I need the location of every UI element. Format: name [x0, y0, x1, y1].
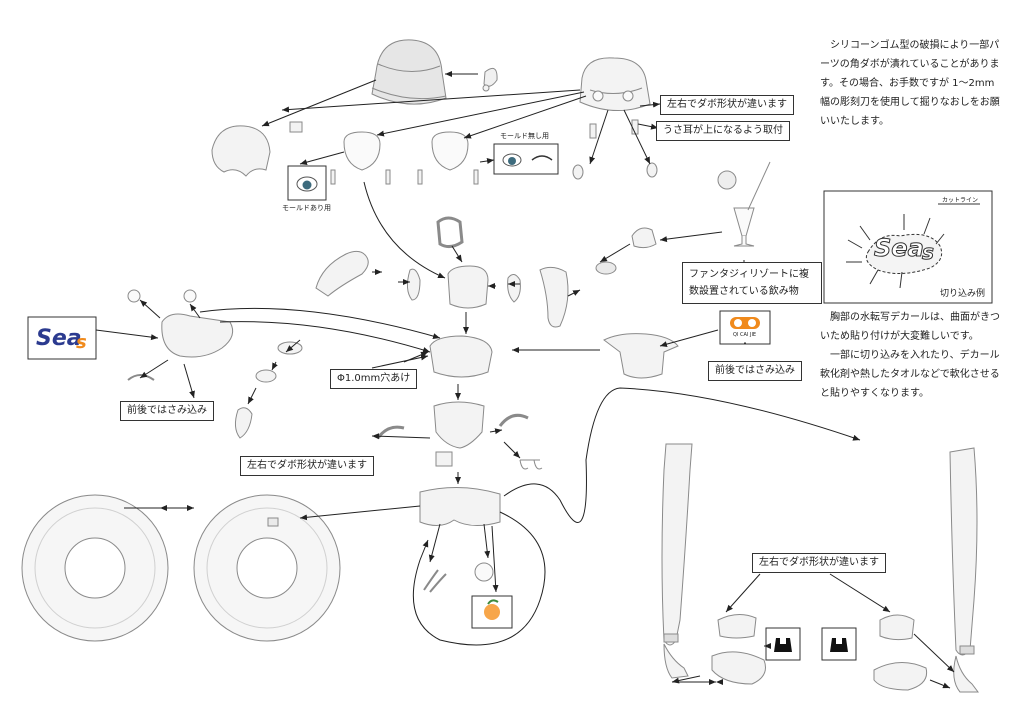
bikini-top-part — [161, 313, 234, 358]
chest-upper-part — [447, 265, 489, 309]
drink-part — [717, 161, 771, 247]
skirt-frill-part — [579, 57, 651, 112]
flower-parts — [127, 289, 197, 303]
note-mold-damage: シリコーンゴム型の破損により一部パーツの角ダボが潰れていることがあります。その場… — [820, 36, 1000, 131]
cut-logo-accent-text: s — [922, 240, 935, 265]
bracelet-part — [595, 261, 617, 275]
note-decal-text-1: 胸部の水転写デカールは、曲面がきついため貼り付けが大変難しいです。 — [820, 312, 1000, 342]
face-right-part — [431, 131, 469, 171]
shoe-right-part — [879, 614, 915, 641]
label-drink: ファンタジィリゾートに複数設置されている飲み物 — [682, 262, 822, 304]
label-clip-right: 前後ではさみ込み — [708, 361, 802, 381]
face-left-part — [343, 131, 381, 171]
label-clip-left: 前後ではさみ込み — [120, 401, 214, 421]
note-mold-damage-text: シリコーンゴム型の破損により一部パーツの角ダボが潰れていることがあります。その場… — [820, 40, 1000, 127]
bunny-icon-right — [821, 627, 857, 661]
logo-accent-text: s — [76, 332, 87, 353]
peace-hand-part — [631, 227, 657, 249]
chest-part — [429, 335, 493, 378]
logo-main-text: Sea — [36, 326, 82, 351]
cut-logo-main-text: Sea — [874, 234, 925, 263]
waist-part — [433, 401, 485, 449]
small-part-clip — [289, 121, 303, 133]
headset-part — [436, 216, 464, 249]
hat-part — [371, 39, 447, 105]
arm-right-part — [539, 266, 569, 328]
clamp-part — [423, 569, 447, 593]
arm-left-part — [315, 250, 369, 297]
label-lr-dowel-mid: 左右でダボ形状が違います — [240, 456, 374, 476]
note-decal: 胸部の水転写デカールは、曲面がきついため貼り付けが大変難しいです。 一部に切り込… — [820, 308, 1000, 403]
caption-mold-none: モールド無し用 — [500, 132, 549, 140]
hat-charm-part — [482, 67, 498, 92]
hair-part — [211, 125, 271, 177]
small-pins — [330, 119, 658, 185]
eye-no-mold-box — [493, 143, 559, 175]
cord-right-part — [498, 413, 529, 427]
logo-frame — [27, 316, 97, 360]
shirt-part — [603, 333, 679, 379]
float-ring-right-part — [193, 494, 341, 642]
leg-right-part — [949, 447, 979, 693]
glasses-part — [519, 459, 543, 470]
eye-with-mold-box — [287, 165, 327, 201]
ball-part — [474, 562, 494, 582]
float-ring-left-part — [21, 494, 169, 642]
bunny-icon-left — [765, 627, 801, 661]
hand-left-small-part — [234, 407, 253, 439]
waist-joint-part — [435, 451, 453, 467]
leg-left-part — [661, 443, 693, 679]
caption-cut-line: カットライン — [942, 197, 979, 204]
sole-left-part — [711, 651, 766, 685]
shoe-left-part — [717, 614, 757, 639]
sole-right-part — [873, 662, 928, 691]
shorts-part — [419, 487, 501, 526]
badge-frame — [719, 310, 771, 345]
caption-badge-text: QI CAI JIE — [733, 332, 757, 338]
ring-part — [255, 369, 277, 383]
seas-logo-cut-example: Sea s — [874, 234, 944, 268]
label-usa-ears: うさ耳が上になるよう取付 — [656, 121, 790, 141]
hand-small-part — [406, 268, 421, 301]
cut-example-box — [823, 190, 993, 304]
label-lr-dowel-legs: 左右でダボ形状が違います — [752, 553, 886, 573]
caption-cut-example: 切り込み例 — [940, 289, 986, 299]
label-hole: Φ1.0mm穴あけ — [330, 369, 418, 389]
note-decal-text-2: 一部に切り込みを入れたり、デカール軟化剤や熱したタオルなどで軟化させると貼りやす… — [820, 350, 1000, 399]
label-lr-dowel-top: 左右でダボ形状が違います — [660, 95, 794, 115]
seas-logo: Sea s — [32, 322, 94, 356]
fruit-icon-frame — [471, 595, 513, 629]
caption-mold-with: モールドあり用 — [282, 204, 331, 212]
hand-right-part — [507, 274, 521, 303]
